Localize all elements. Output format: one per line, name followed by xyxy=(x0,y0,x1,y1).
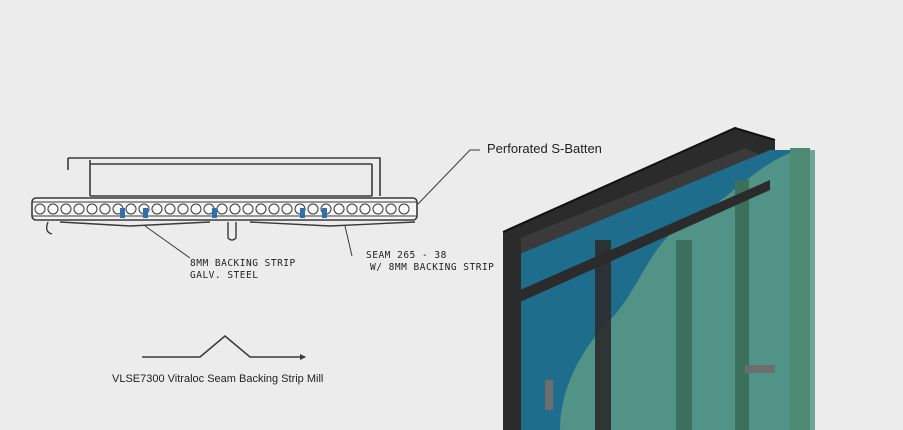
mullion-1 xyxy=(503,232,521,430)
perforation-hole xyxy=(385,203,397,215)
mullion-2 xyxy=(595,240,611,430)
top-channel xyxy=(67,157,381,196)
perforation-hole xyxy=(190,203,202,215)
perforation-hole xyxy=(268,203,280,215)
section-underside xyxy=(45,221,416,241)
perforation-hole xyxy=(333,203,345,215)
perforation-hole xyxy=(164,203,176,215)
mullion-3 xyxy=(676,240,692,430)
perforation-hole xyxy=(99,203,111,215)
perforation-hole xyxy=(34,203,46,215)
mullion-4 xyxy=(735,180,749,430)
perforation-hole xyxy=(47,203,59,215)
perforation-hole xyxy=(73,203,85,215)
label-backing-strip-2: GALV. STEEL xyxy=(190,270,259,281)
leader-lines xyxy=(144,149,480,259)
mullion-5 xyxy=(790,148,810,430)
perforation-hole xyxy=(151,203,163,215)
perforation-holes xyxy=(34,203,410,215)
perforation-hole xyxy=(398,203,410,215)
label-backing-strip-1: 8MM BACKING STRIP xyxy=(190,258,296,269)
perforation-hole xyxy=(307,203,319,215)
perforation-hole xyxy=(346,203,358,215)
perforation-hole xyxy=(125,203,137,215)
backing-strip xyxy=(120,208,327,218)
perforation-hole xyxy=(216,203,228,215)
horizontal-rail xyxy=(520,180,770,302)
perforation-hole xyxy=(60,203,72,215)
isometric-assembly xyxy=(502,126,815,430)
label-perforated-s-batten: Perforated S-Batten xyxy=(487,141,602,156)
perforation-hole xyxy=(242,203,254,215)
perforation-hole xyxy=(177,203,189,215)
label-seam-1: SEAM 265 - 38 xyxy=(366,250,447,261)
perforation-hole xyxy=(229,203,241,215)
perforation-hole xyxy=(359,203,371,215)
perforation-hole xyxy=(86,203,98,215)
perforation-hole xyxy=(255,203,267,215)
profile-symbol xyxy=(142,334,305,358)
perforation-hole xyxy=(372,203,384,215)
caption: VLSE7300 Vitraloc Seam Backing Strip Mil… xyxy=(112,373,324,385)
label-seam-2: W/ 8MM BACKING STRIP xyxy=(370,262,495,273)
perforation-hole xyxy=(281,203,293,215)
